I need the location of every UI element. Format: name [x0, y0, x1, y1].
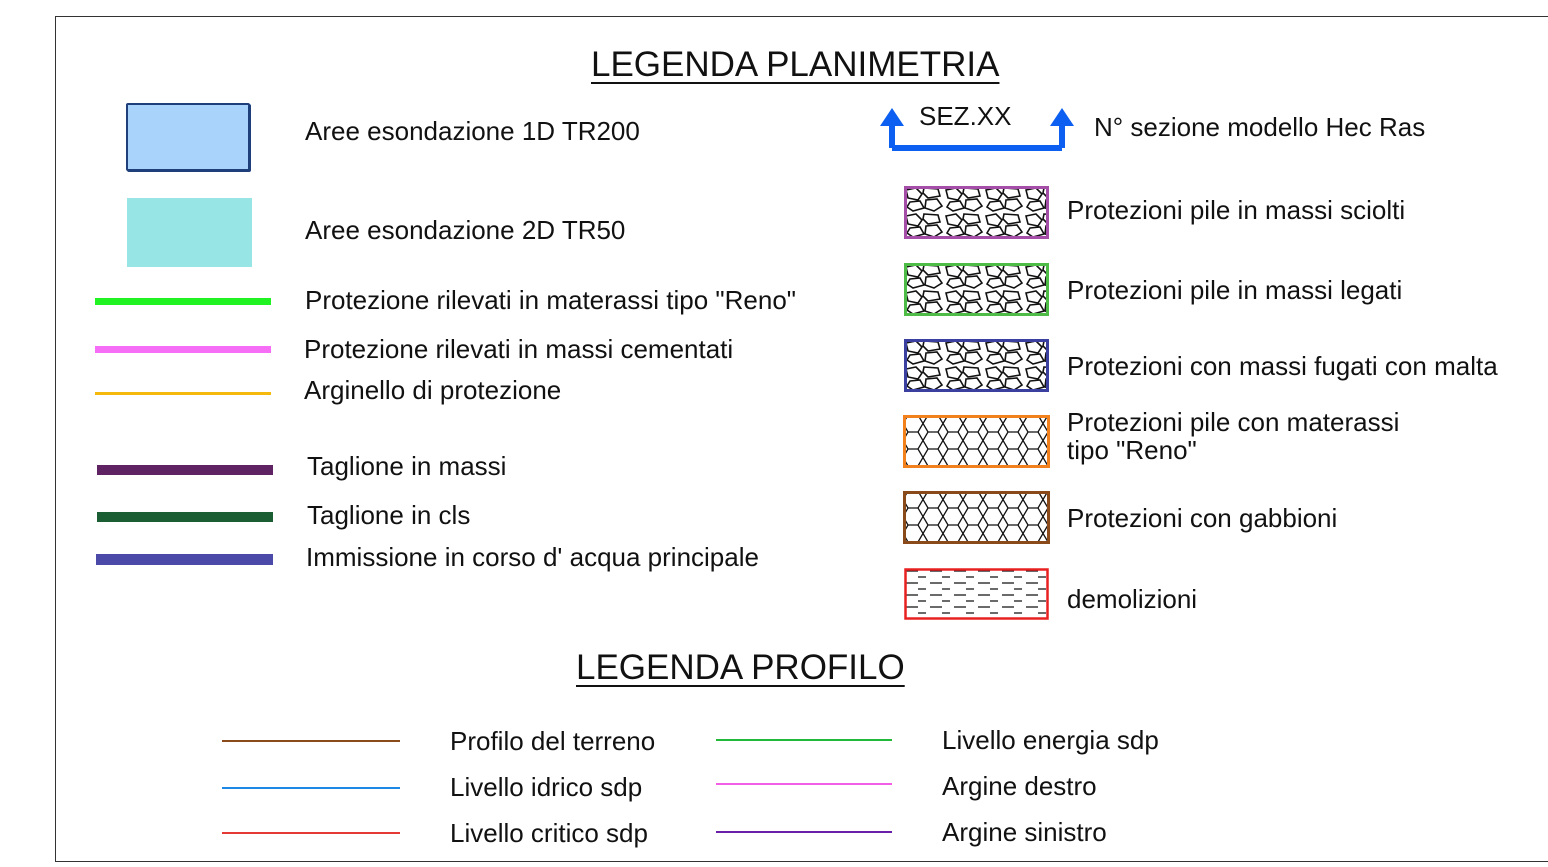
left-up-arrow-icon — [880, 108, 904, 126]
reno-mattress-line-swatch — [95, 298, 271, 305]
main-stream-inlet-line-swatch — [96, 554, 273, 565]
legend-label-boulder-cutoff: Taglione in massi — [307, 451, 507, 481]
legend-label-pile-reno-line2: tipo "Reno" — [1067, 435, 1197, 465]
water-level-line-swatch — [222, 787, 400, 789]
right-up-arrow-icon — [1050, 108, 1074, 126]
legend-label-flood-1d: Aree esondazione 1D TR200 — [305, 116, 640, 146]
legend-label-main-stream-inlet: Immissione in corso d' acqua principale — [306, 542, 759, 572]
energy-level-line-swatch — [716, 739, 892, 741]
flood-area-2d-swatch — [127, 198, 252, 267]
legend-label-right-levee: Argine destro — [942, 771, 1097, 801]
concrete-cutoff-line-swatch — [97, 512, 273, 522]
legend-label-pile-reno-line1: Protezioni pile con materassi — [1067, 407, 1400, 437]
legend-label-loose-boulders: Protezioni pile in massi sciolti — [1067, 195, 1406, 225]
legend-label-terrain-profile: Profilo del terreno — [450, 726, 656, 756]
critical-level-line-swatch — [222, 832, 400, 834]
section-marker-symbol — [880, 108, 1074, 151]
legend-label-flood-2d: Aree esondazione 2D TR50 — [305, 215, 626, 245]
legend-label-section-marker: N° sezione modello Hec Ras — [1094, 112, 1426, 142]
section-marker-tag: SEZ.XX — [919, 101, 1012, 131]
demolitions-dash-hatch-swatch — [904, 568, 1049, 620]
legend-label-critical-level: Livello critico sdp — [450, 818, 648, 848]
terrain-profile-line-swatch — [222, 740, 400, 742]
small-levee-line-swatch — [95, 392, 271, 395]
legend-label-left-levee: Argine sinistro — [942, 817, 1107, 847]
legend-label-water-level: Livello idrico sdp — [450, 772, 643, 802]
left-levee-line-swatch — [716, 831, 892, 833]
cemented-boulders-line-swatch — [95, 346, 271, 353]
gabions-hex-hatch-swatch — [903, 491, 1050, 544]
profilo-legend-title: LEGENDA PROFILO — [576, 648, 905, 687]
bound-boulders-hatch-swatch — [904, 263, 1049, 316]
grouted-boulders-hatch-swatch — [904, 339, 1049, 392]
legend-label-bound-boulders: Protezioni pile in massi legati — [1067, 275, 1403, 305]
legend-label-grouted-boulders: Protezioni con massi fugati con malta — [1067, 351, 1498, 381]
planimetria-legend-title: LEGENDA PLANIMETRIA — [591, 45, 1000, 84]
flood-area-1d-swatch — [126, 103, 250, 171]
boulder-cutoff-line-swatch — [97, 465, 273, 475]
legend-label-small-levee: Arginello di protezione — [304, 375, 562, 405]
legend-label-gabions: Protezioni con gabbioni — [1067, 503, 1338, 533]
legend-label-concrete-cutoff: Taglione in cls — [307, 500, 471, 530]
legend-label-reno-mattress: Protezione rilevati in materassi tipo "R… — [305, 285, 797, 315]
legend-label-cemented-boulders: Protezione rilevati in massi cementati — [304, 334, 734, 364]
legend-label-energy-level: Livello energia sdp — [942, 725, 1159, 755]
legend-frame — [55, 16, 1548, 862]
reno-mattress-hex-hatch-swatch — [903, 415, 1050, 468]
right-levee-line-swatch — [716, 783, 892, 785]
legend-label-demolitions: demolizioni — [1067, 584, 1198, 614]
loose-boulders-hatch-swatch — [904, 186, 1049, 239]
